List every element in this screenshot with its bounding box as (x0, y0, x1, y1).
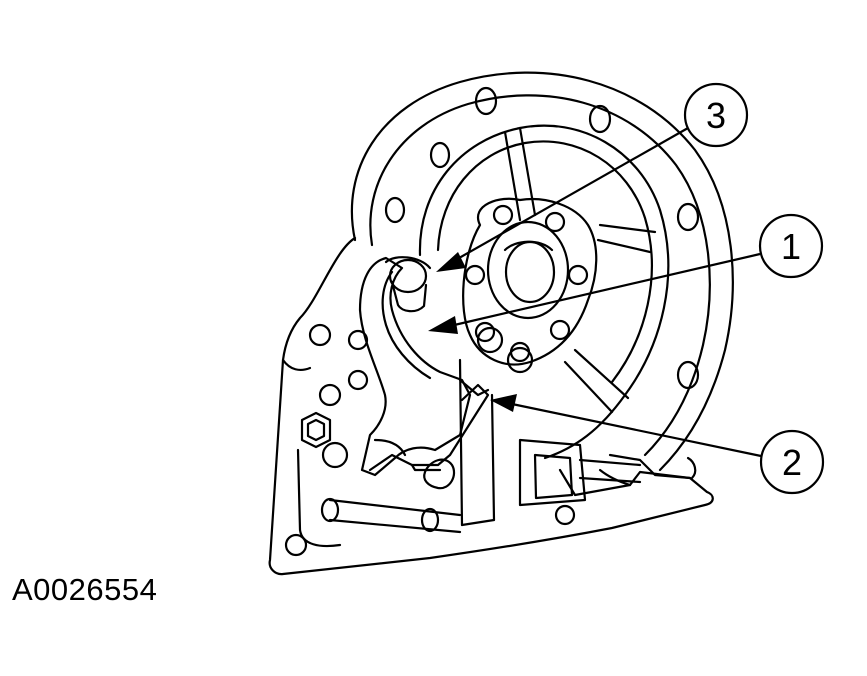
callout-2-number: 2 (782, 442, 802, 483)
callout-1-circle (758, 213, 824, 279)
callout-2-circle (759, 429, 825, 495)
callout-3-arrowhead (436, 252, 466, 272)
callout-1-arrowhead (428, 316, 458, 334)
callout-3-number: 3 (706, 95, 726, 136)
lever-arm (358, 256, 490, 477)
callout-2: 2 (490, 394, 825, 495)
pump-face (418, 124, 670, 460)
callout-2-arrowhead (490, 394, 517, 412)
callout-1-leader (449, 252, 761, 328)
pump-hub (462, 197, 598, 374)
pump-housing (350, 71, 734, 472)
hub-bolts (464, 204, 589, 374)
callout-1-number: 1 (781, 226, 801, 267)
callouts: 3 1 2 (428, 82, 825, 495)
spring (384, 256, 432, 313)
callout-1: 1 (428, 213, 824, 334)
callout-3-circle (683, 82, 749, 148)
valve-body-plate (268, 236, 714, 576)
callout-3-leader (451, 127, 689, 263)
figure-id: A0026554 (12, 572, 158, 607)
callout-2-leader (511, 402, 762, 458)
bracket (368, 383, 490, 490)
housing-bolt-holes (384, 86, 700, 390)
callout-3: 3 (436, 82, 749, 272)
